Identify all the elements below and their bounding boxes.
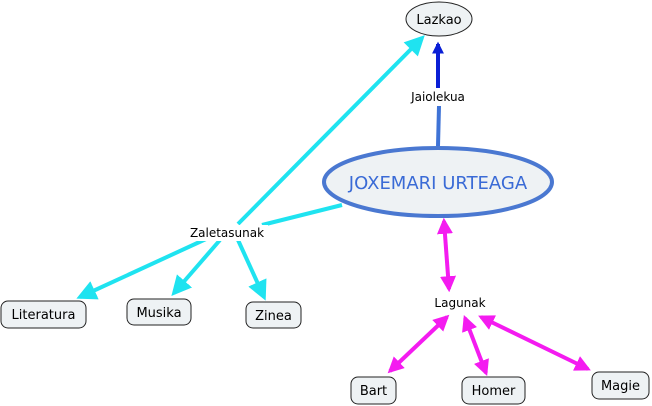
node-magie-shape — [591, 371, 650, 400]
lagunak-line-bart — [387, 314, 450, 374]
node-literatura[interactable]: Literatura — [0, 300, 87, 329]
node-bart[interactable]: Bart — [350, 376, 397, 405]
node-bart-shape — [350, 376, 397, 405]
node-zinea-label: Zinea — [255, 309, 292, 324]
node-lazkao-shape — [405, 1, 473, 37]
node-zinea[interactable]: Zinea — [245, 301, 302, 329]
zaletasunak-links — [76, 35, 425, 301]
node-literatura-shape — [0, 300, 87, 329]
lagunak-label: Lagunak — [434, 296, 485, 310]
lagunak-line-homer — [462, 315, 489, 376]
node-musika-shape — [126, 298, 192, 326]
jaiolekua-line-lower — [436, 105, 441, 147]
node-homer-shape — [461, 376, 526, 405]
zaletasunak-label: Zaletasunak — [190, 226, 264, 240]
jaiolekua-link: Jaiolekua — [410, 41, 465, 147]
zaletasunak-line-lazkao — [236, 35, 425, 226]
zaletasunak-line-musika — [171, 238, 222, 297]
node-magie[interactable]: Magie — [591, 371, 650, 400]
zaletasunak-line-central — [261, 203, 343, 227]
node-literatura-label: Literatura — [12, 308, 76, 323]
node-homer-label: Homer — [472, 384, 516, 399]
zaletasunak-label-bg — [186, 225, 268, 241]
node-musika[interactable]: Musika — [126, 298, 192, 326]
node-lazkao-label: Lazkao — [416, 13, 461, 28]
node-homer[interactable]: Homer — [461, 376, 526, 405]
node-zinea-shape — [245, 301, 302, 329]
zaletasunak-line-literatura — [76, 237, 207, 300]
node-bart-label: Bart — [360, 384, 387, 399]
node-lazkao[interactable]: Lazkao — [405, 1, 473, 37]
node-magie-label: Magie — [601, 379, 640, 394]
lagunak-links — [387, 217, 591, 376]
zaletasunak-line-zinea — [236, 239, 267, 301]
central-node-label: JOXEMARI URTEAGA — [348, 173, 528, 194]
node-musika-label: Musika — [136, 306, 181, 321]
jaiolekua-label: Jaiolekua — [410, 90, 465, 104]
lagunak-line-magie — [478, 315, 591, 371]
central-node-shape — [322, 146, 554, 218]
lagunak-label-bg — [430, 295, 490, 311]
lagunak-line-central — [436, 217, 457, 293]
central-node[interactable]: JOXEMARI URTEAGA — [322, 146, 554, 218]
